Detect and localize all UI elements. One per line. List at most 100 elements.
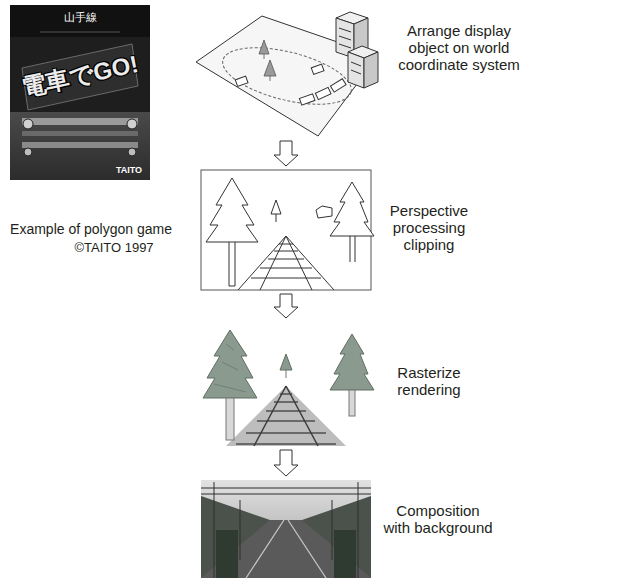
flow-arrow	[274, 450, 298, 476]
game-logo: 電車でGO!	[14, 49, 147, 102]
wireframe-view-part	[276, 214, 277, 222]
shaded-view-part	[257, 420, 315, 422]
wireframe-view-part	[268, 259, 304, 260]
shaded-view-part	[286, 386, 318, 446]
shaded-view-part	[280, 354, 292, 370]
figure-caption: Example of polygon game	[2, 221, 180, 238]
flow-arrow	[274, 141, 298, 166]
world-plane-part	[270, 76, 271, 81]
wireframe-view-part	[271, 200, 281, 214]
copyright-note: ©TAITO 1997	[58, 240, 170, 256]
composited-view-part	[201, 480, 371, 578]
composited-view-part	[240, 500, 241, 560]
world-plane-part	[264, 54, 265, 59]
wireframe-view-part	[235, 242, 236, 286]
stage-label: Perspective processing clipping	[381, 202, 477, 253]
game-photo-part	[128, 148, 136, 156]
shaded-view-part	[286, 370, 287, 378]
world-plane-part	[299, 94, 315, 105]
shaded-view-part	[214, 344, 246, 392]
wireframe-view-part	[279, 244, 293, 245]
world-plane	[196, 12, 378, 136]
game-photo-part	[22, 118, 138, 125]
shaded-view-part	[222, 362, 238, 370]
game-photo-part	[22, 142, 138, 148]
wireframe-view-part	[206, 178, 258, 242]
wireframe-view-part	[350, 236, 351, 262]
stage-panel: Rasterize rendering	[201, 322, 371, 446]
shaded-view-part	[246, 432, 326, 434]
world-plane-part	[336, 12, 378, 88]
game-photo-part	[40, 32, 120, 33]
composited-view-part	[246, 520, 284, 578]
wireframe-view-part	[316, 206, 332, 218]
stage-label: Arrange display object on world coordina…	[391, 22, 527, 73]
world-plane-part	[315, 87, 331, 99]
shaded-view-part	[254, 386, 318, 446]
shaded-view-part	[214, 384, 246, 392]
wireframe-view-part	[355, 236, 356, 262]
stage-panel: Composition with background	[201, 480, 371, 578]
world-plane-part	[348, 52, 364, 88]
composited-view-part	[288, 520, 326, 578]
shaded-view-part	[226, 398, 234, 440]
world-plane-part	[364, 52, 378, 88]
composited-view-part	[358, 482, 359, 578]
stage-panel: Arrange display object on world coordina…	[195, 5, 379, 137]
composited-view-part	[246, 520, 326, 578]
composited-view-part	[214, 482, 215, 578]
world-plane-part	[264, 60, 276, 76]
shaded-view-part	[236, 443, 336, 445]
wireframe-view-part	[229, 286, 235, 287]
world-plane-part	[330, 79, 346, 92]
composited-view-part	[216, 530, 356, 578]
game-photo-part	[23, 119, 33, 129]
shaded-view	[203, 330, 374, 446]
composited-view-part	[201, 520, 371, 578]
game-photo-part	[10, 112, 150, 180]
stage-panel: Perspective processing clipping	[201, 170, 371, 290]
composited-view-part	[332, 500, 333, 560]
world-plane-part	[339, 36, 351, 40]
composited-view-part	[201, 494, 371, 495]
shaded-view-part	[203, 330, 257, 398]
game-photo-part	[10, 5, 150, 180]
world-plane-part	[259, 40, 276, 81]
composited-view-part	[216, 530, 238, 578]
composited-view-part	[201, 482, 371, 578]
world-plane-part	[235, 76, 248, 86]
wireframe-view-part	[274, 251, 298, 252]
composited-view-part	[334, 530, 356, 578]
composited-view-part	[201, 488, 371, 489]
world-plane-part	[259, 40, 269, 54]
world-plane-part	[311, 64, 324, 74]
shaded-view-part	[254, 386, 286, 446]
wireframe-view	[201, 170, 374, 290]
wireframe-view-part	[251, 278, 321, 279]
world-plane-part	[351, 62, 361, 66]
shaded-view-part	[349, 390, 355, 416]
wireframe-view-part	[330, 182, 374, 236]
composited-view	[201, 480, 371, 578]
sign-text: 山手線	[55, 10, 105, 24]
wireframe-view-part	[238, 236, 286, 290]
world-plane-part	[351, 70, 361, 74]
game-photo-part	[24, 148, 32, 156]
shaded-view-part	[226, 344, 234, 350]
world-plane-part	[339, 28, 351, 32]
world-plane-part	[196, 16, 378, 136]
shaded-view-part	[330, 334, 374, 390]
flow-arrow	[274, 294, 298, 318]
game-photo-part	[127, 119, 137, 129]
game-photo	[10, 5, 150, 180]
world-plane-part	[235, 64, 346, 105]
game-photo-part	[22, 131, 138, 136]
wireframe-view-part	[206, 178, 374, 290]
game-photo-part	[10, 5, 150, 37]
world-plane-part	[339, 44, 351, 48]
shaded-view-part	[236, 394, 336, 444]
